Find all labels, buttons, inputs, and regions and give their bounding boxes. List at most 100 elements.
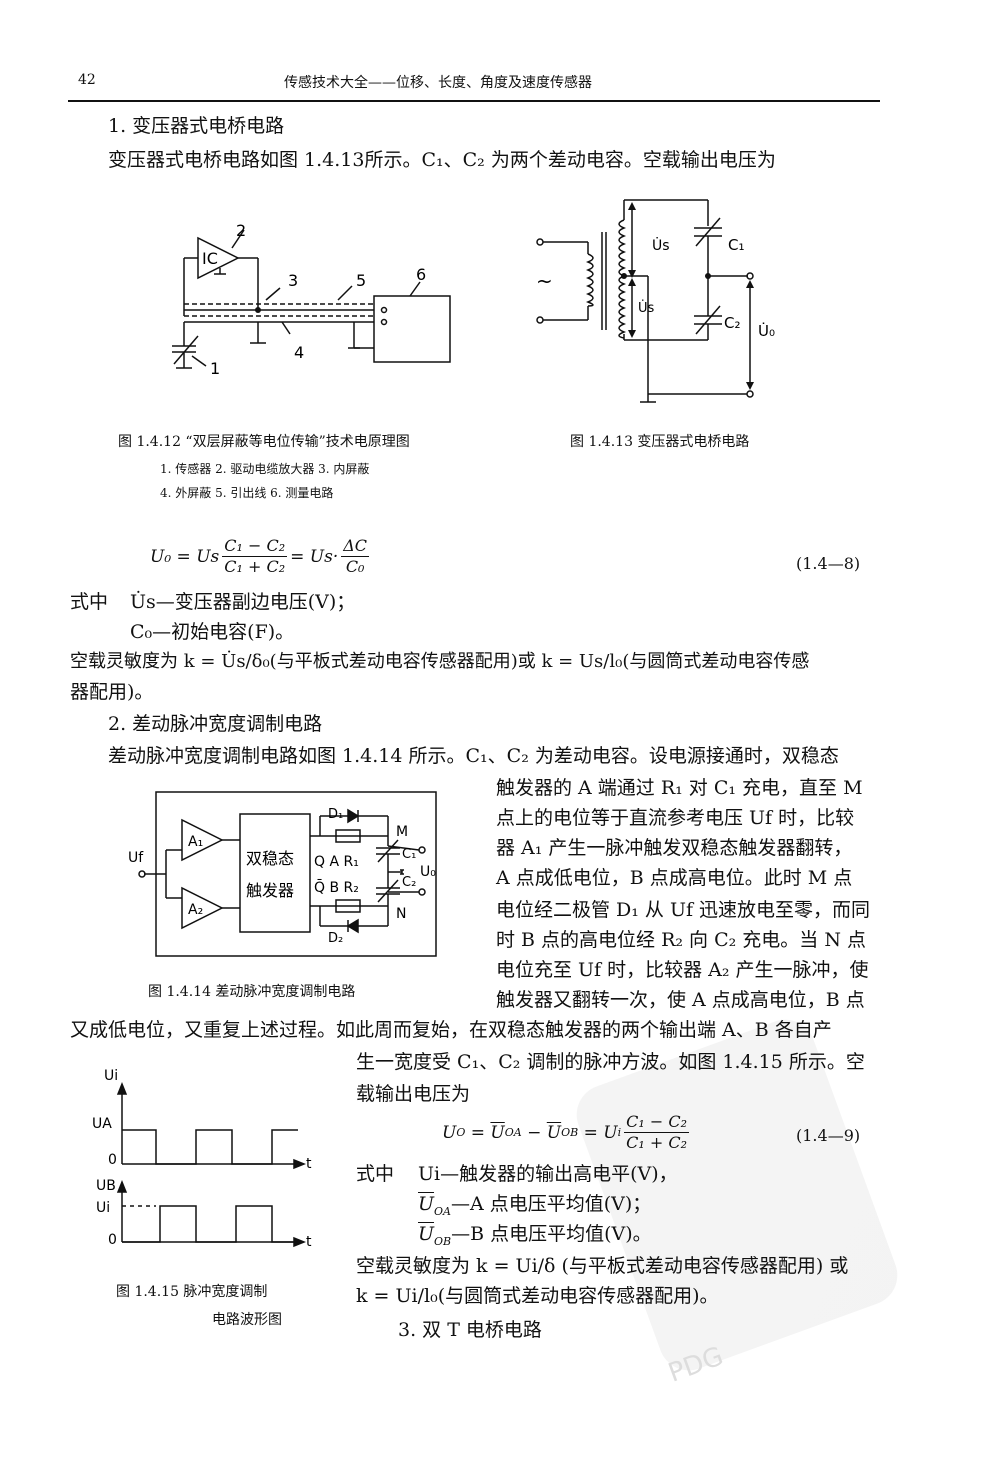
- section-2-wrap-7: 触发器又翻转一次，使 A 点成高电位，B 点: [496, 989, 865, 1011]
- where-8-line-2: C₀—初始电容(F)。: [130, 621, 295, 643]
- eq9-lhs-sub: O: [456, 1126, 466, 1139]
- eq9-denominator: C₁ + C₂: [626, 1133, 688, 1152]
- eq9-ui: U: [603, 1122, 618, 1143]
- ui-axis-label: Ui: [104, 1068, 118, 1084]
- where-9-line-2-text: —A 点电压平均值(V)；: [450, 1193, 652, 1215]
- equation-1-4-9-number: (1.4—9): [796, 1126, 861, 1145]
- where-9-line-2-symbol: U: [418, 1193, 435, 1215]
- eq9-ui-sub: i: [617, 1126, 622, 1139]
- section-1-heading: 1. 变压器式电桥电路: [108, 115, 285, 137]
- where-8-line-1: U̇s—变压器副边电压(V)；: [130, 591, 356, 613]
- where-label-8: 式中: [70, 591, 109, 613]
- section-2-wrap-3: A 点成低电位，B 点成高电位。此时 M 点: [496, 867, 853, 889]
- equation-1-4-8-number: (1.4—8): [796, 554, 861, 573]
- us-bottom-label: U̇s: [638, 301, 655, 316]
- label-4: 4: [294, 343, 304, 362]
- where-9-line-3-symbol: U: [418, 1223, 435, 1245]
- where-9-line-3-text: —B 点电压平均值(V)。: [451, 1223, 652, 1245]
- c2-label: C₂: [724, 314, 741, 332]
- sensitivity-2-line-2: k = Ui/l₀(与圆筒式差动电容传感器配用)。: [356, 1285, 719, 1307]
- ac-source-symbol: ~: [536, 269, 553, 293]
- d1-label: D₁: [328, 807, 343, 822]
- a2-label: A₂: [188, 902, 203, 918]
- section-2-wrap-4: 电位经二极管 D₁ 从 Uf 迅速放电至零，而同: [496, 899, 871, 921]
- section-2-line-1: 差动脉冲宽度调制电路如图 1.4.14 所示。C₁、C₂ 为差动电容。设电源接通…: [108, 745, 839, 767]
- ic-label: IC: [202, 249, 218, 268]
- section-2-wrap-1: 点上的电位等于直流参考电压 Uf 时，比较: [496, 807, 855, 829]
- ub-label: UB: [96, 1178, 116, 1194]
- eq9-equals-1: =: [465, 1122, 491, 1143]
- u0-label: U̇₀: [758, 321, 775, 340]
- c2-label-14: C₂: [402, 875, 416, 890]
- figure-1-4-14-diagram: A₁ A₂ Uf 双稳态 触发器 Q A R₁ Q̄ B R₂ D₁ D₂ M …: [128, 791, 437, 957]
- eq9-term-2: U: [546, 1122, 562, 1143]
- page-number: 42: [78, 72, 96, 88]
- qa-r1-label: Q A R₁: [314, 854, 359, 870]
- us-top-label: U̇s: [652, 237, 670, 254]
- figure-1-4-13-diagram: U̇s U̇s C₁ C₂ U̇₀ ~: [536, 199, 775, 403]
- figure-1-4-14-caption: 图 1.4.14 差动脉冲宽度调制电路: [148, 984, 356, 1000]
- sensitivity-1-line-2: 器配用)。: [70, 681, 154, 703]
- c1-label: C₁: [728, 236, 745, 254]
- eq9-lhs: U: [442, 1122, 457, 1143]
- figure-1-4-12-caption: 图 1.4.12 “双层屏蔽等电位传输”技术电原理图: [118, 434, 410, 450]
- section-2-wrap2-0: 生一宽度受 C₁、C₂ 调制的脉冲方波。如图 1.4.15 所示。空: [356, 1051, 865, 1073]
- sensitivity-1-line-1: 空载灵敏度为 k = U̇s/δ₀(与平板式差动电容传感器配用)或 k = Us…: [70, 651, 810, 672]
- section-2-wrap-6: 电位充至 Uf 时，比较器 A₂ 产生一脉冲，使: [496, 959, 869, 981]
- eq8-lhs: U₀ = Us: [150, 546, 220, 567]
- label-2: 2: [236, 221, 246, 240]
- zero-label-1: 0: [108, 1152, 117, 1168]
- label-1: 1: [210, 359, 220, 378]
- figure-1-4-13-caption: 图 1.4.13 变压器式电桥电路: [570, 434, 750, 450]
- where-9-line-3-sub: OB: [434, 1234, 452, 1248]
- where-9-line-3: UOB—B 点电压平均值(V)。: [418, 1220, 652, 1256]
- where-9-line-2: UOA—A 点电压平均值(V)；: [418, 1190, 651, 1226]
- where-label-9: 式中: [356, 1163, 395, 1185]
- where-9-line-2-sub: OA: [434, 1204, 451, 1218]
- sensitivity-2-line-1: 空载灵敏度为 k = Ui/δ (与平板式差动电容传感器配用) 或: [356, 1255, 849, 1277]
- section-1-intro: 变压器式电桥电路如图 1.4.13所示。C₁、C₂ 为两个差动电容。空载输出电压…: [108, 149, 776, 171]
- section-3-heading: 3. 双 T 电桥电路: [398, 1319, 542, 1341]
- eq8-middle: = Us·: [290, 546, 339, 567]
- header-rule: [68, 100, 880, 102]
- eq9-term-2-sub: OB: [561, 1126, 579, 1139]
- figure-1-4-12-legend-1: 1. 传感器 2. 驱动电缆放大器 3. 内屏蔽: [160, 462, 370, 476]
- a1-label: A₁: [188, 834, 203, 850]
- figure-1-4-15-caption-2: 电路波形图: [212, 1312, 282, 1328]
- figure-1-4-15-waveform: Ui UA 0 t UB Ui 0 t: [92, 1068, 312, 1250]
- u0-label-14: U₀: [420, 864, 436, 880]
- c1-label-14: C₁: [402, 847, 416, 862]
- label-6: 6: [416, 265, 426, 284]
- t-label-1: t: [306, 1156, 312, 1172]
- eq8-frac1-denominator: C₁ + C₂: [224, 557, 286, 576]
- eq9-term-1: U: [490, 1122, 505, 1143]
- zero-label-2: 0: [108, 1232, 117, 1248]
- eq8-frac2-denominator: C₀: [345, 557, 365, 576]
- label-5: 5: [356, 271, 366, 290]
- eq8-frac1-numerator: C₁ − C₂: [222, 536, 288, 557]
- figure-1-4-15-caption-1: 图 1.4.15 脉冲宽度调制: [116, 1284, 268, 1300]
- t-label-2: t: [306, 1234, 312, 1250]
- section-2-wrap-2: 器 A₁ 产生一脉冲触发双稳态触发器翻转，: [496, 837, 853, 859]
- m-label: M: [396, 824, 408, 840]
- eq9-term-1-sub: OA: [504, 1126, 522, 1139]
- n-label: N: [396, 906, 406, 922]
- d2-label: D₂: [328, 931, 343, 946]
- eq9-equals-2: =: [578, 1122, 604, 1143]
- running-title: 传感技术大全——位移、长度、角度及速度传感器: [284, 75, 592, 91]
- eq8-frac2-numerator: ΔC: [341, 536, 370, 557]
- figure-1-4-12-legend-2: 4. 外屏蔽 5. 引出线 6. 测量电路: [160, 486, 334, 500]
- flipflop-label-1: 双稳态: [246, 849, 294, 868]
- section-2-wrap-5: 时 B 点的高电位经 R₂ 向 C₂ 充电。当 N 点: [496, 929, 866, 951]
- section-2-wrap-0: 触发器的 A 端通过 R₁ 对 C₁ 充电，直至 M: [496, 777, 863, 799]
- ua-label: UA: [92, 1116, 112, 1132]
- section-2-wrap2-1: 载输出电压为: [356, 1083, 471, 1105]
- ui-level-label: Ui: [96, 1200, 110, 1216]
- section-2-heading: 2. 差动脉冲宽度调制电路: [108, 713, 323, 735]
- label-3: 3: [288, 271, 298, 290]
